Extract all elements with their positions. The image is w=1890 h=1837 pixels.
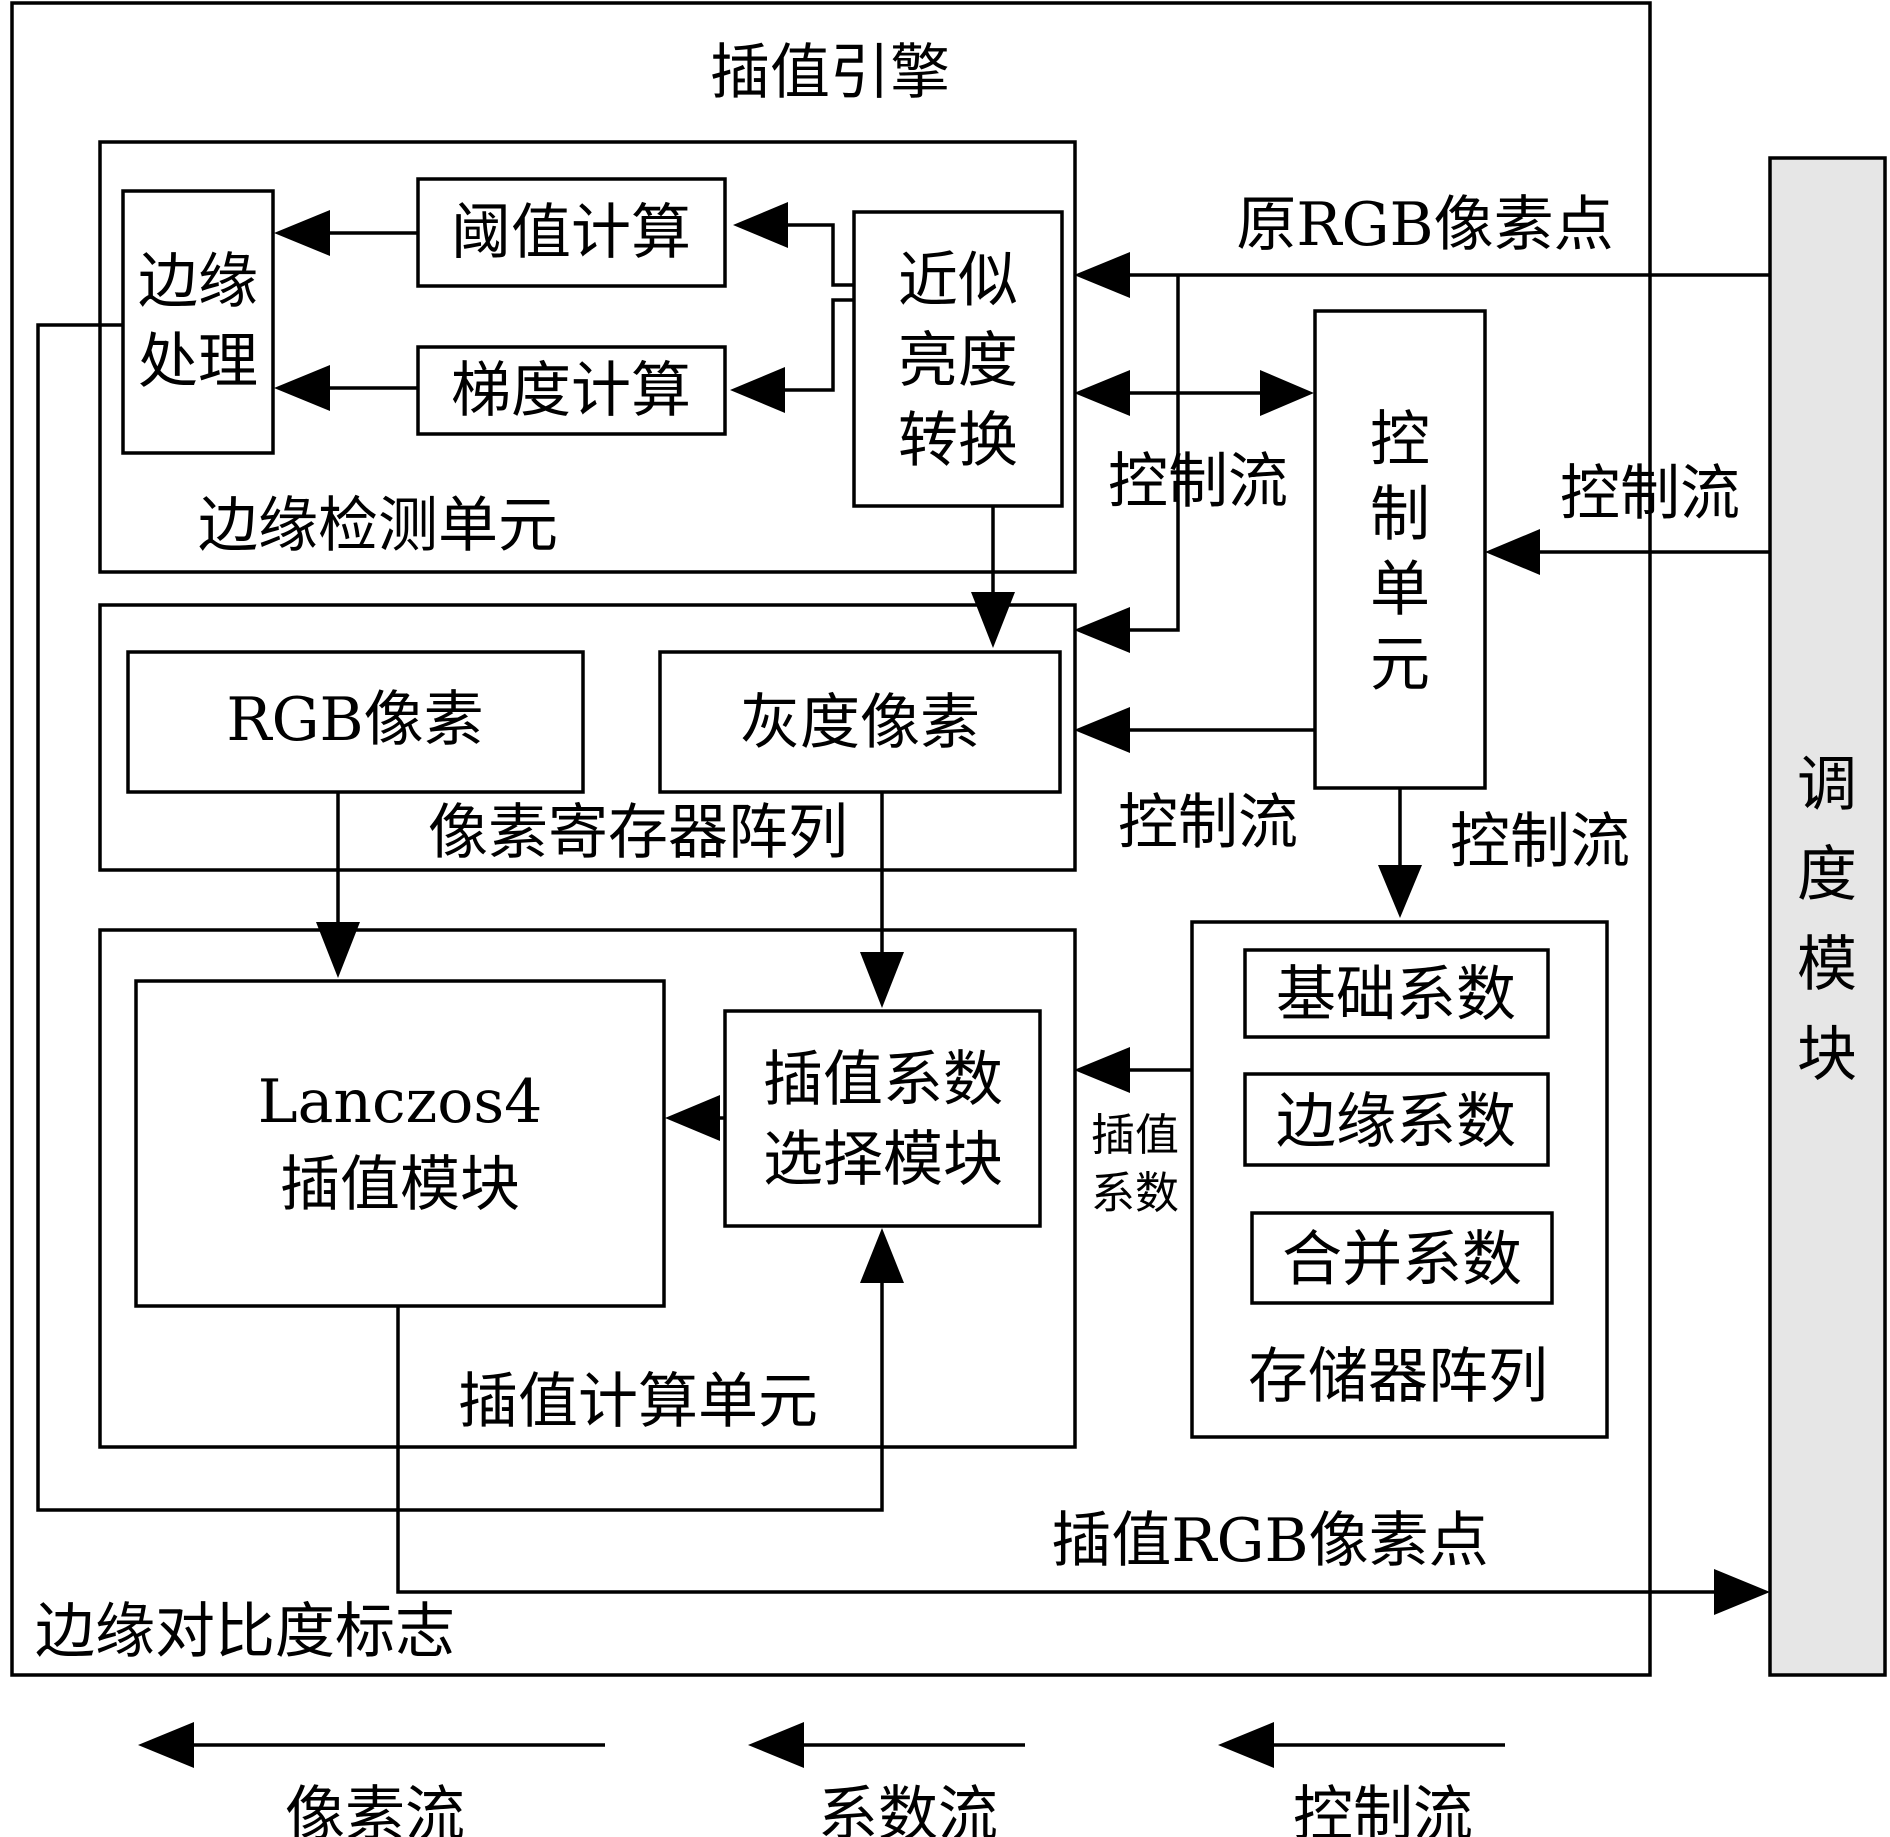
scheduler-label-4: 块 (1797, 1020, 1857, 1090)
control-unit-label-1: 控 (1370, 405, 1430, 475)
edge-coef-label: 边缘系数 (1276, 1087, 1516, 1157)
scheduler-label-1: 调 (1797, 750, 1857, 820)
coef-select-label-1: 插值系数 (763, 1045, 1003, 1115)
orig-rgb-label: 原RGB像素点 (1236, 190, 1613, 260)
scheduler-label-3: 模 (1797, 930, 1857, 1000)
edge-processing-label-1: 边缘 (138, 247, 258, 317)
connection-wires (36, 223, 1770, 1747)
arrow-into-lanczos (316, 922, 360, 978)
threshold-calc-box (416, 177, 727, 288)
control-unit-label-4: 元 (1370, 630, 1430, 700)
control-flow-label-b: 控制流 (1560, 459, 1740, 529)
arrow-control-right (1260, 370, 1314, 416)
edge-unit-label: 边缘检测单元 (198, 491, 558, 561)
pixel-array-label: 像素寄存器阵列 (428, 798, 848, 868)
legend-arrow-control (1218, 1722, 1274, 1768)
lanczos-label-1: Lanczos4 (258, 1067, 543, 1137)
arrow-gradient-edge (274, 365, 330, 411)
arrow-into-threshold (733, 202, 788, 248)
scheduler-block (1768, 156, 1887, 1677)
interp-coef-label-1: 插值 (1091, 1110, 1179, 1161)
luma-label-1: 近似 (898, 246, 1018, 316)
arrow-into-gradient (730, 367, 785, 413)
rgb-pixel-box (126, 650, 585, 794)
edge-processing-label-2: 处理 (138, 327, 258, 397)
base-coef-label: 基础系数 (1276, 960, 1516, 1030)
memory-array-label: 存储器阵列 (1248, 1342, 1548, 1412)
coef-select-box (723, 1009, 1042, 1228)
arrow-into-memory (1378, 865, 1422, 918)
interp-coef-label-2: 系数 (1091, 1168, 1179, 1219)
gradient-calc-label: 梯度计算 (451, 356, 691, 426)
luma-convert-box (852, 210, 1064, 508)
gradient-calc-box (416, 345, 727, 436)
control-flow-label-c: 控制流 (1118, 788, 1298, 858)
arrow-into-control (1485, 529, 1540, 575)
lanczos4-box (134, 979, 666, 1308)
legend-control-flow: 控制流 (1293, 1780, 1473, 1837)
interp-unit-label: 插值计算单元 (458, 1367, 818, 1437)
arrow-threshold-edge (274, 210, 330, 256)
legend-pixel-flow: 像素流 (285, 1780, 465, 1837)
control-flow-label-d: 控制流 (1450, 807, 1630, 877)
engine-title: 插值引擎 (710, 38, 950, 108)
arrow-into-select-top (860, 952, 904, 1008)
arrow-luma-left (1074, 370, 1130, 416)
legend-arrow-pixel (138, 1722, 194, 1768)
luma-label-2: 亮度 (898, 326, 1018, 396)
lanczos-label-2: 插值模块 (280, 1150, 520, 1220)
arrow-into-select-bottom (860, 1228, 904, 1283)
base-coef-box (1243, 948, 1550, 1039)
edge-processing-box (121, 189, 275, 455)
legend-arrow-coef (748, 1722, 804, 1768)
threshold-calc-label: 阈值计算 (451, 198, 691, 268)
interp-rgb-label: 插值RGB像素点 (1051, 1506, 1488, 1576)
control-unit-label-2: 制 (1370, 480, 1430, 550)
arrow-into-gray (1074, 707, 1130, 753)
legend-coef-flow: 系数流 (818, 1780, 998, 1837)
luma-label-3: 转换 (898, 406, 1018, 476)
arrow-into-luma (1074, 252, 1130, 298)
control-unit-block (1313, 309, 1487, 790)
scheduler-label-2: 度 (1797, 840, 1857, 910)
edge-flag-label: 边缘对比度标志 (35, 1597, 455, 1667)
control-unit-label-3: 单 (1370, 555, 1430, 625)
arrow-into-select (1074, 1047, 1130, 1093)
control-flow-label-a: 控制流 (1108, 447, 1288, 517)
merge-coef-box (1250, 1211, 1554, 1305)
merge-coef-label: 合并系数 (1282, 1225, 1522, 1295)
gray-pixel-label: 灰度像素 (740, 688, 980, 758)
arrow-into-lanczos-side (665, 1095, 720, 1141)
gray-pixel-box (658, 650, 1062, 794)
rgb-pixel-label: RGB像素 (226, 685, 483, 755)
arrowheads (138, 202, 1770, 1768)
arrow-into-pixel-array (1074, 607, 1130, 653)
arrow-into-scheduler (1714, 1569, 1770, 1615)
arrow-into-gray-top (971, 592, 1015, 648)
edge-coef-box (1243, 1072, 1550, 1167)
coef-select-label-2: 选择模块 (763, 1125, 1003, 1195)
